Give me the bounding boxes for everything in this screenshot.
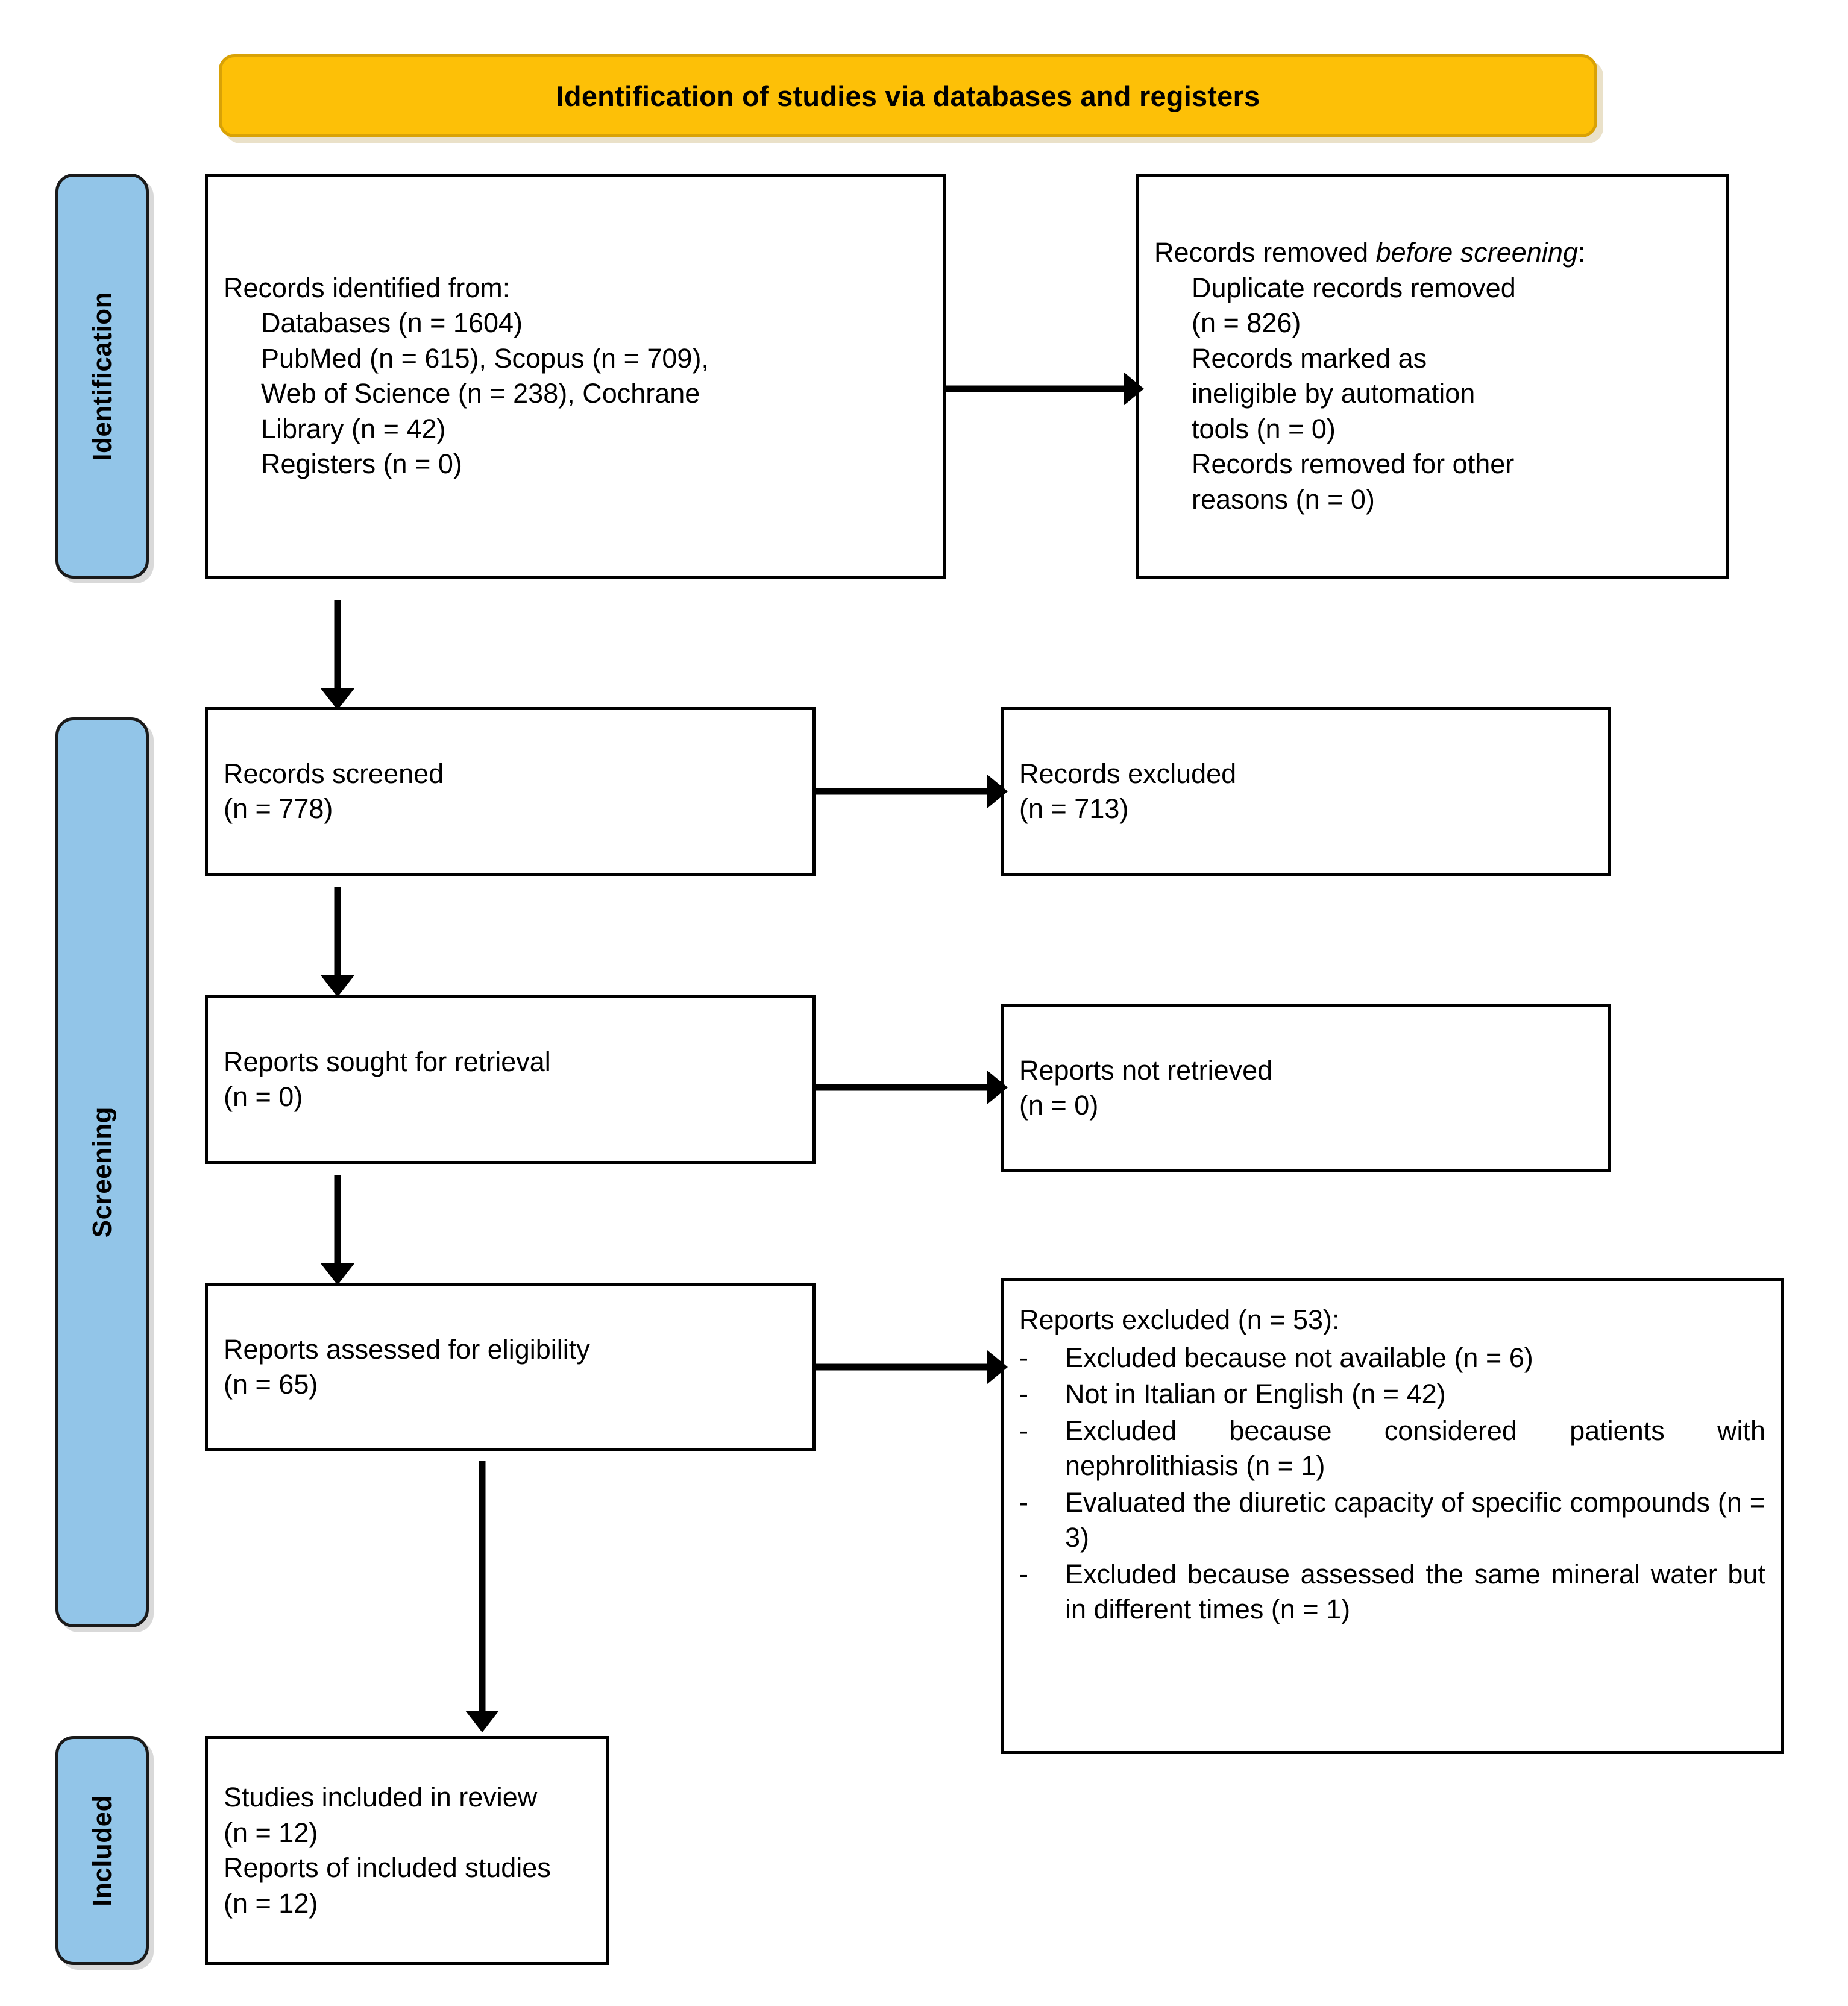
- exclusion-reason-text: Evaluated the diuretic capacity of speci…: [1065, 1486, 1765, 1553]
- box-line: ineligible by automation: [1192, 378, 1476, 409]
- reports-excluded-heading: Reports excluded (n = 53):: [1019, 1304, 1340, 1335]
- box-line: reasons (n = 0): [1192, 483, 1375, 515]
- box-line: Records identified from:: [224, 272, 511, 303]
- box-reports-sought: Reports sought for retrieval (n = 0): [205, 995, 816, 1164]
- bullet-dash-icon: -: [1019, 1342, 1028, 1373]
- arrow-sought-to-not-retrieved: [815, 1071, 1008, 1104]
- box-line: (n = 12): [224, 1887, 318, 1919]
- box-line: Reports assessed for eligibility: [224, 1333, 590, 1365]
- box-line: (n = 0): [224, 1081, 303, 1112]
- bullet-dash-icon: -: [1019, 1415, 1028, 1446]
- arrow-identified-to-screened: [321, 600, 354, 710]
- box-line: Duplicate records removed: [1192, 272, 1516, 303]
- exclusion-reason-item: - Evaluated the diuretic capacity of spe…: [1019, 1485, 1765, 1556]
- box-line: tools (n = 0): [1192, 413, 1336, 444]
- box-line: Library (n = 42): [261, 413, 446, 444]
- box-reports-assessed-eligibility: Reports assessed for eligibility (n = 65…: [205, 1283, 816, 1451]
- box-records-identified: Records identified from: Databases (n = …: [205, 174, 946, 579]
- box-records-excluded: Records excluded (n = 713): [1001, 707, 1611, 876]
- box-reports-not-retrieved: Reports not retrieved (n = 0): [1001, 1004, 1611, 1172]
- box-line: Reports of included studies: [224, 1852, 551, 1883]
- arrow-identified-to-removed: [945, 372, 1144, 406]
- box-records-screened: Records screened (n = 778): [205, 707, 816, 876]
- stage-tab-identification: Identification: [55, 174, 149, 579]
- box-line: (n = 0): [1019, 1090, 1099, 1121]
- exclusion-reason-text: Excluded because considered patients wit…: [1065, 1415, 1765, 1482]
- arrow-eligibility-to-included: [465, 1461, 499, 1732]
- exclusion-reason-item: - Excluded because considered patients w…: [1019, 1413, 1765, 1484]
- stage-tab-identification-label: Identification: [87, 291, 117, 461]
- box-line: (n = 778): [224, 793, 333, 824]
- exclusion-reason-text: Not in Italian or English (n = 42): [1065, 1379, 1446, 1409]
- box-line: Registers (n = 0): [261, 448, 462, 479]
- box-line: Reports sought for retrieval: [224, 1046, 551, 1077]
- stage-tab-screening: Screening: [55, 717, 149, 1627]
- arrow-screened-to-sought: [321, 887, 354, 997]
- box-line: Web of Science (n = 238), Cochrane: [261, 378, 700, 409]
- box-heading: Records removed before screening:: [1154, 235, 1711, 271]
- box-line: (n = 12): [224, 1817, 318, 1848]
- box-reports-excluded: Reports excluded (n = 53): - Excluded be…: [1001, 1278, 1784, 1754]
- bullet-dash-icon: -: [1019, 1486, 1028, 1518]
- box-records-removed: Records removed before screening: Duplic…: [1136, 174, 1729, 579]
- box-line: Records marked as: [1192, 342, 1427, 374]
- phase-banner-title: Identification of studies via databases …: [556, 80, 1260, 112]
- bullet-dash-icon: -: [1019, 1558, 1028, 1589]
- stage-tab-screening-label: Screening: [87, 1107, 117, 1238]
- arrow-screened-to-records-excluded: [815, 775, 1008, 808]
- box-line: PubMed (n = 615), Scopus (n = 709),: [261, 342, 709, 374]
- box-line: (n = 713): [1019, 793, 1129, 824]
- box-line: (n = 826): [1192, 307, 1301, 338]
- box-line: (n = 65): [224, 1369, 318, 1400]
- arrow-sought-to-eligibility: [321, 1175, 354, 1285]
- phase-banner-identification: Identification of studies via databases …: [219, 54, 1597, 137]
- box-line: Records excluded: [1019, 758, 1237, 789]
- exclusion-reason-text: Excluded because not available (n = 6): [1065, 1342, 1533, 1373]
- stage-tab-included: Included: [55, 1736, 149, 1965]
- box-line: Records screened: [224, 758, 444, 789]
- box-heading-prefix: Records removed: [1154, 237, 1376, 268]
- box-line: Reports not retrieved: [1019, 1054, 1273, 1086]
- box-studies-included: Studies included in review (n = 12) Repo…: [205, 1736, 609, 1965]
- exclusion-reason-item: - Excluded because assessed the same min…: [1019, 1557, 1765, 1627]
- stage-tab-included-label: Included: [87, 1794, 117, 1907]
- box-heading-italic: before screening: [1375, 237, 1578, 268]
- box-line: Databases (n = 1604): [261, 307, 523, 338]
- exclusion-reason-item: - Excluded because not available (n = 6): [1019, 1341, 1765, 1376]
- bullet-dash-icon: -: [1019, 1379, 1028, 1409]
- arrow-eligibility-to-reports-excluded: [815, 1350, 1008, 1384]
- box-line: Studies included in review: [224, 1782, 538, 1813]
- exclusion-reason-item: - Not in Italian or English (n = 42): [1019, 1377, 1765, 1412]
- exclusion-reason-text: Excluded because assessed the same miner…: [1065, 1558, 1765, 1625]
- box-line: Records removed for other: [1192, 448, 1515, 479]
- box-heading-suffix: :: [1577, 237, 1586, 268]
